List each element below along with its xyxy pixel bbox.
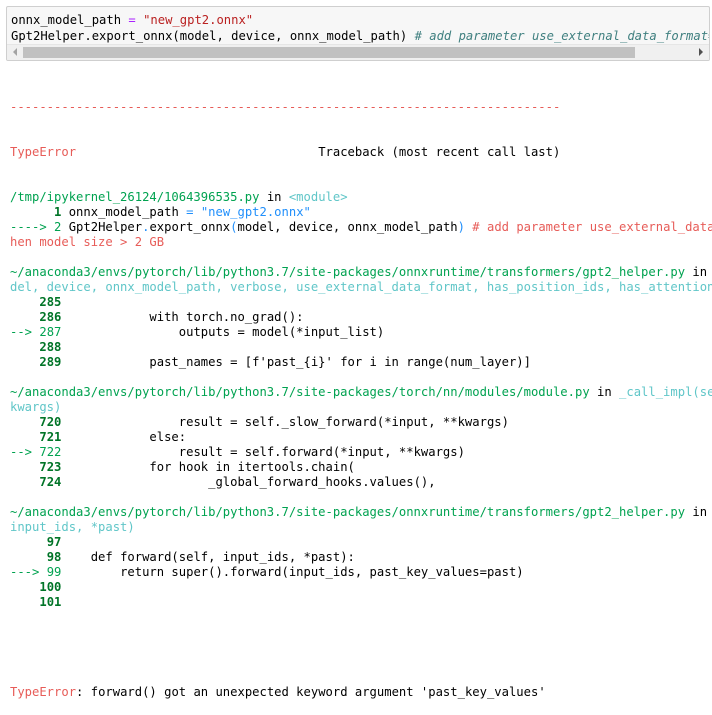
frame-file-path[interactable]: ~/anaconda3/envs/pytorch/lib/python3.7/s… xyxy=(10,505,686,519)
source-line: 97 xyxy=(10,535,712,550)
frame-location: ~/anaconda3/envs/pytorch/lib/python3.7/s… xyxy=(10,265,712,279)
source-line: 289 past_names = [f'past_{i}' for i in r… xyxy=(10,355,712,370)
code-line-2: Gpt2Helper.export_onnx(model, device, on… xyxy=(11,29,709,43)
line-number: 724 xyxy=(39,475,62,489)
line-number: 100 xyxy=(39,580,62,594)
traceback-output: ----------------------------------------… xyxy=(10,70,712,715)
frame-file-path[interactable]: ~/anaconda3/envs/pytorch/lib/python3.7/s… xyxy=(10,265,686,279)
frame-location: /tmp/ipykernel_26124/1064396535.py in <m… xyxy=(10,190,348,204)
source-line: 101 xyxy=(10,595,712,610)
line-number: 1 xyxy=(54,205,62,219)
line-marker xyxy=(10,430,39,444)
line-number: 288 xyxy=(39,340,62,354)
line-marker: ---> xyxy=(10,565,47,579)
line-number: 722 xyxy=(39,445,62,459)
line-number: 287 xyxy=(39,325,62,339)
frame-location: ~/anaconda3/envs/pytorch/lib/python3.7/s… xyxy=(10,385,712,400)
frame-function-cont: input_ids, *past) xyxy=(10,520,135,534)
line-code: result = self.forward(*input, **kwargs) xyxy=(61,445,465,459)
line-marker xyxy=(10,550,47,564)
source-line: --> 287 outputs = model(*input_list) xyxy=(10,325,712,340)
frame-function: <module> xyxy=(288,190,348,204)
code-editor[interactable]: onnx_model_path = "new_gpt2.onnx" Gpt2Hel… xyxy=(11,12,709,44)
source-line: 721 else: xyxy=(10,430,712,445)
line-marker xyxy=(10,535,47,549)
line-marker: --> xyxy=(10,325,40,339)
line-marker xyxy=(10,310,39,324)
source-line: --> 722 result = self.forward(*input, **… xyxy=(10,445,712,460)
line-number: 97 xyxy=(46,535,62,549)
source-line: 285 xyxy=(10,295,712,310)
line-number: 101 xyxy=(39,595,62,609)
source-line: 286 with torch.no_grad(): xyxy=(10,310,712,325)
horizontal-scrollbar[interactable] xyxy=(7,44,709,60)
spacer xyxy=(10,490,712,505)
frame-function: _call_impl(self, *input, ** xyxy=(619,385,712,399)
line-marker xyxy=(10,580,39,594)
source-line: 1 onnx_model_path = "new_gpt2.onnx" xyxy=(10,205,712,220)
line-code: def forward(self, input_ids, *past): xyxy=(61,550,355,564)
line-marker xyxy=(10,205,54,219)
line-marker xyxy=(10,595,39,609)
final-error-line: TypeError: forward() got an unexpected k… xyxy=(10,685,546,699)
spacer xyxy=(10,250,712,265)
frame-file-path[interactable]: ~/anaconda3/envs/pytorch/lib/python3.7/s… xyxy=(10,385,590,399)
line-marker xyxy=(10,460,39,474)
line-number: 720 xyxy=(39,415,62,429)
scrollbar-thumb[interactable] xyxy=(23,47,635,58)
line-marker xyxy=(10,475,39,489)
source-line: 720 result = self._slow_forward(*input, … xyxy=(10,415,712,430)
line-number: 2 xyxy=(54,220,62,234)
line-code: _global_forward_hooks.values(), xyxy=(61,475,436,489)
line-code: with torch.no_grad(): xyxy=(61,310,304,324)
source-line: hen model size > 2 GB xyxy=(10,235,165,249)
line-marker xyxy=(10,295,39,309)
line-number: 98 xyxy=(46,550,62,564)
source-line: 98 def forward(self, input_ids, *past): xyxy=(10,550,712,565)
line-code: return super().forward(input_ids, past_k… xyxy=(61,565,524,579)
frame-function-cont: kwargs) xyxy=(10,400,62,414)
traceback-separator: ----------------------------------------… xyxy=(10,100,561,114)
source-line: 100 xyxy=(10,580,712,595)
traceback-header: TypeError Traceback (most recent call la… xyxy=(10,145,712,160)
frame-file-path[interactable]: /tmp/ipykernel_26124/1064396535.py xyxy=(10,190,260,204)
line-number: 721 xyxy=(39,430,62,444)
frame-location: ~/anaconda3/envs/pytorch/lib/python3.7/s… xyxy=(10,505,712,519)
line-code: else: xyxy=(61,430,187,444)
code-line-1: onnx_model_path = "new_gpt2.onnx" xyxy=(11,13,254,27)
source-line: ----> 2 Gpt2Helper.export_onnx(model, de… xyxy=(10,220,712,234)
line-number: 286 xyxy=(39,310,62,324)
code-input-cell[interactable]: onnx_model_path = "new_gpt2.onnx" Gpt2Hel… xyxy=(6,6,710,61)
line-marker xyxy=(10,415,39,429)
spacer xyxy=(10,370,712,385)
line-marker: --> xyxy=(10,445,40,459)
source-line: 723 for hook in itertools.chain( xyxy=(10,460,712,475)
line-number: 289 xyxy=(39,355,62,369)
source-line: 288 xyxy=(10,340,712,355)
line-marker xyxy=(10,340,39,354)
scroll-left-arrow-icon[interactable] xyxy=(13,48,17,56)
source-line: 724 _global_forward_hooks.values(), xyxy=(10,475,712,490)
scroll-right-arrow-icon[interactable] xyxy=(699,48,703,56)
source-line: ---> 99 return super().forward(input_ids… xyxy=(10,565,712,580)
error-type: TypeError xyxy=(10,145,77,159)
traceback-header-text: Traceback (most recent call last) xyxy=(318,145,561,159)
line-number: 723 xyxy=(39,460,62,474)
frame-function-cont: del, device, onnx_model_path, verbose, u… xyxy=(10,280,712,294)
line-marker xyxy=(10,355,39,369)
line-marker: ----> xyxy=(10,220,55,234)
line-number: 99 xyxy=(46,565,62,579)
line-code: for hook in itertools.chain( xyxy=(61,460,355,474)
line-code: outputs = model(*input_list) xyxy=(61,325,385,339)
line-code: past_names = [f'past_{i}' for i in range… xyxy=(61,355,531,369)
traceback-frames: /tmp/ipykernel_26124/1064396535.py in <m… xyxy=(10,190,712,610)
line-number: 285 xyxy=(39,295,62,309)
line-code: result = self._slow_forward(*input, **kw… xyxy=(61,415,509,429)
